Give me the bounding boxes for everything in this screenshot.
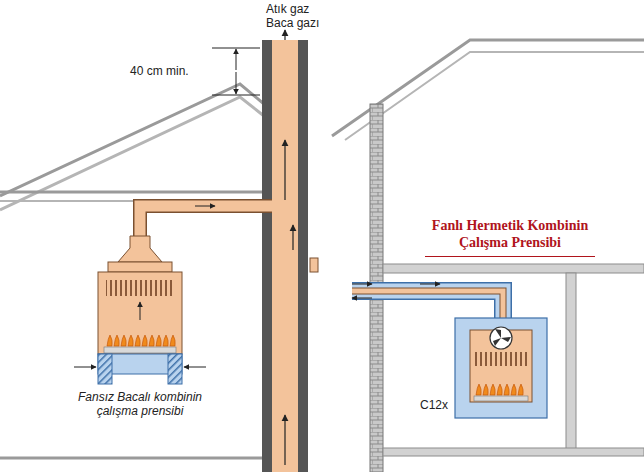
flame <box>483 384 488 395</box>
flame <box>156 335 161 346</box>
flame <box>511 384 516 395</box>
caption-label: Fansız Bacalı kombinin çalışma prensibi <box>60 390 220 419</box>
flame <box>135 335 140 346</box>
flame <box>107 335 112 346</box>
flame <box>163 335 168 346</box>
flame <box>121 335 126 346</box>
flame <box>149 335 154 346</box>
flue-gas-label: Atık gaz Baca gazı <box>266 2 326 31</box>
dimension-label: 40 cm min. <box>130 64 210 78</box>
flame <box>128 335 133 346</box>
title-label: Fanlı Hermetik Kombinin Çalışma Prensibi <box>425 218 595 257</box>
flame <box>476 384 481 395</box>
model-label: C12x <box>420 398 452 412</box>
flame <box>490 384 495 395</box>
flame <box>504 384 509 395</box>
flame <box>114 335 119 346</box>
flame <box>142 335 147 346</box>
flame <box>497 384 502 395</box>
flame <box>170 335 175 346</box>
flame <box>518 384 523 395</box>
